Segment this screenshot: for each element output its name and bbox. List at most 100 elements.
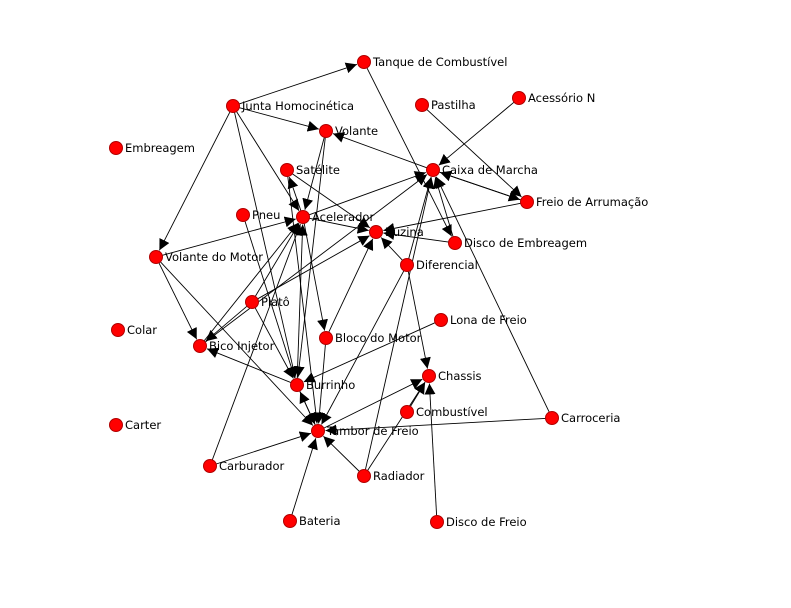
node-label: Junta Homocinética bbox=[241, 99, 354, 113]
edge-radiador-tambor bbox=[323, 435, 360, 472]
node-dot[interactable] bbox=[296, 210, 310, 224]
node-discoemb[interactable]: Disco de Embreagem bbox=[448, 236, 588, 250]
node-colar[interactable]: Colar bbox=[111, 323, 158, 337]
node-dot[interactable] bbox=[415, 98, 429, 112]
node-bateria[interactable]: Bateria bbox=[283, 514, 341, 528]
node-chassis[interactable]: Chassis bbox=[422, 369, 482, 383]
edge-junta-acelerador bbox=[236, 111, 300, 211]
node-dot[interactable] bbox=[283, 514, 297, 528]
node-dot[interactable] bbox=[400, 405, 414, 419]
node-dot[interactable] bbox=[111, 323, 125, 337]
node-dot[interactable] bbox=[512, 91, 526, 105]
node-plato[interactable]: Platô bbox=[245, 295, 290, 309]
node-combustivel[interactable]: Combustível bbox=[400, 405, 488, 419]
node-dot[interactable] bbox=[193, 339, 207, 353]
node-label: Lona de Freio bbox=[450, 313, 527, 327]
edge-bloco-tambor bbox=[314, 344, 326, 424]
node-acelerador[interactable]: Acelerador bbox=[296, 210, 375, 224]
node-embreagem[interactable]: Embreagem bbox=[109, 141, 195, 155]
node-tambor[interactable]: Tambor de Freio bbox=[311, 424, 419, 438]
edge-radiador-caixa bbox=[364, 177, 435, 470]
node-dot[interactable] bbox=[369, 225, 383, 239]
node-discofreio[interactable]: Disco de Freio bbox=[430, 515, 527, 529]
node-pastilha[interactable]: Pastilha bbox=[415, 98, 476, 112]
edge-plato-burrinho bbox=[254, 307, 294, 379]
node-label: Bico Injetor bbox=[209, 339, 275, 353]
node-buzina[interactable]: Buzina bbox=[369, 225, 424, 239]
edge-carroceria-caixa bbox=[435, 176, 550, 413]
node-dot[interactable] bbox=[430, 515, 444, 529]
node-dot[interactable] bbox=[422, 369, 436, 383]
edge-lona-burrinho bbox=[303, 322, 436, 383]
node-dot[interactable] bbox=[226, 99, 240, 113]
node-pneu[interactable]: Pneu bbox=[236, 208, 281, 222]
node-dot[interactable] bbox=[357, 55, 371, 69]
node-dot[interactable] bbox=[236, 208, 250, 222]
node-volante[interactable]: Volante bbox=[319, 124, 379, 138]
node-junta[interactable]: Junta Homocinética bbox=[226, 99, 355, 113]
edge-bateria-tambor bbox=[291, 438, 318, 515]
node-dot[interactable] bbox=[357, 469, 371, 483]
node-carburador[interactable]: Carburador bbox=[203, 459, 285, 473]
node-caixa[interactable]: Caixa de Marcha bbox=[426, 163, 538, 177]
node-satelite[interactable]: Satélite bbox=[280, 163, 340, 177]
node-label: Bloco do Motor bbox=[335, 331, 422, 345]
edge-volante-acelerador bbox=[302, 137, 325, 210]
node-bloco[interactable]: Bloco do Motor bbox=[319, 331, 422, 345]
node-dot[interactable] bbox=[245, 295, 259, 309]
node-dot[interactable] bbox=[448, 236, 462, 250]
node-carter[interactable]: Carter bbox=[109, 418, 162, 432]
node-label: Chassis bbox=[438, 369, 482, 383]
node-dot[interactable] bbox=[290, 378, 304, 392]
node-carroceria[interactable]: Carroceria bbox=[545, 411, 621, 425]
node-burrinho[interactable]: Burrinho bbox=[290, 378, 356, 392]
node-label: Platô bbox=[261, 295, 290, 309]
edge-pastilha-freioarr bbox=[426, 109, 522, 198]
node-label: Acessório N bbox=[528, 91, 595, 105]
node-acessorio[interactable]: Acessório N bbox=[512, 91, 596, 105]
edge-radiador-chassis bbox=[367, 382, 426, 471]
edge-satelite-buzina bbox=[292, 173, 371, 229]
node-radiador[interactable]: Radiador bbox=[357, 469, 425, 483]
node-dot[interactable] bbox=[319, 124, 333, 138]
edge-diferencial-buzina bbox=[380, 237, 403, 261]
node-dot[interactable] bbox=[149, 250, 163, 264]
edge-acelerador-caixa bbox=[308, 171, 427, 216]
node-label: Pastilha bbox=[431, 98, 476, 112]
node-dot[interactable] bbox=[109, 141, 123, 155]
node-label: Burrinho bbox=[306, 378, 355, 392]
edge-volmotor-bico bbox=[158, 262, 198, 340]
node-label: Volante do Motor bbox=[165, 250, 263, 264]
edge-acessorio-caixa bbox=[438, 101, 515, 166]
node-label: Pneu bbox=[252, 208, 280, 222]
edge-junta-tanque bbox=[239, 62, 358, 105]
edge-bloco-buzina bbox=[328, 238, 374, 333]
node-dot[interactable] bbox=[520, 195, 534, 209]
edge-volante-burrinho bbox=[293, 137, 326, 378]
node-diferencial[interactable]: Diferencial bbox=[400, 258, 478, 272]
edge-caixa-volante bbox=[332, 132, 428, 169]
node-dot[interactable] bbox=[319, 331, 333, 345]
node-dot[interactable] bbox=[400, 258, 414, 272]
node-label: Colar bbox=[127, 323, 157, 337]
edge-volmotor-tambor bbox=[160, 261, 314, 426]
node-label: Disco de Freio bbox=[446, 515, 527, 529]
node-label: Carburador bbox=[219, 459, 285, 473]
node-dot[interactable] bbox=[434, 313, 448, 327]
node-dot[interactable] bbox=[426, 163, 440, 177]
edge-carroceria-tambor bbox=[325, 417, 546, 436]
node-lona[interactable]: Lona de Freio bbox=[434, 313, 527, 327]
node-dot[interactable] bbox=[109, 418, 123, 432]
node-dot[interactable] bbox=[311, 424, 325, 438]
node-volmotor[interactable]: Volante do Motor bbox=[149, 250, 264, 264]
node-tanque[interactable]: Tanque de Combustível bbox=[357, 55, 508, 69]
node-freioarr[interactable]: Freio de Arrumação bbox=[520, 195, 649, 209]
node-dot[interactable] bbox=[545, 411, 559, 425]
node-label: Embreagem bbox=[125, 141, 195, 155]
edge-volmotor-acelerador bbox=[162, 216, 296, 256]
node-dot[interactable] bbox=[280, 163, 294, 177]
node-dot[interactable] bbox=[203, 459, 217, 473]
node-bico[interactable]: Bico Injetor bbox=[193, 339, 275, 353]
